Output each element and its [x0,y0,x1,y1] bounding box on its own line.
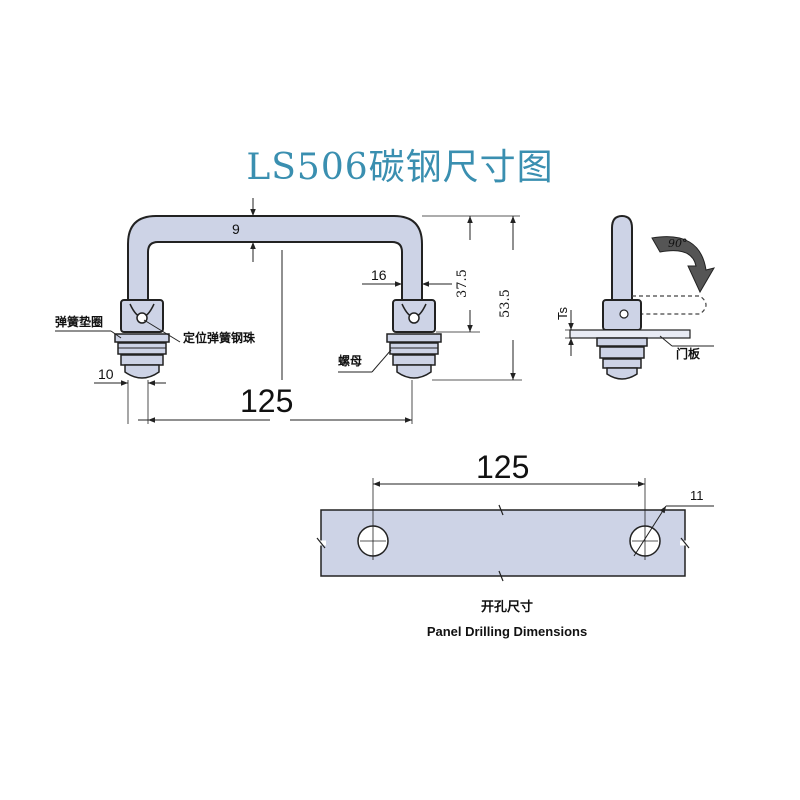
label-spring-ball: 定位弹簧钢珠 [183,330,256,345]
label-spring-washer: 弹簧垫圈 [55,314,103,329]
drawing-title: LS506碳钢尺寸图 [246,147,554,188]
front-view: 9 16 37.5 53.5 10 125 弹簧垫圈 [55,198,522,424]
right-mount [386,299,442,379]
side-view: 90° Ts 门板 [555,214,716,380]
drilling-caption-en: Panel Drilling Dimensions [426,624,588,639]
dim-hole-spacing: 125 [476,449,529,485]
left-mount [114,299,170,379]
panel-drilling: 125 11 [316,449,714,582]
dim-height-inner: 37.5 [455,269,470,298]
dim-foot: 10 [98,366,114,382]
dim-hole-diameter: 11 [690,488,704,503]
dim-width: 125 [240,383,293,419]
handle-body [127,215,423,306]
label-nut: 螺母 [338,353,362,368]
rotation-arrow-icon [651,236,716,294]
dim-thickness: 9 [232,221,240,237]
label-door-panel: 门板 [676,346,701,361]
dim-height-total: 53.5 [498,289,513,318]
dim-panel-thickness: Ts [555,307,570,321]
drilling-caption-cn: 开孔尺寸 [480,600,533,615]
dim-bend: 16 [371,267,387,283]
rotation-angle: 90° [668,237,688,250]
